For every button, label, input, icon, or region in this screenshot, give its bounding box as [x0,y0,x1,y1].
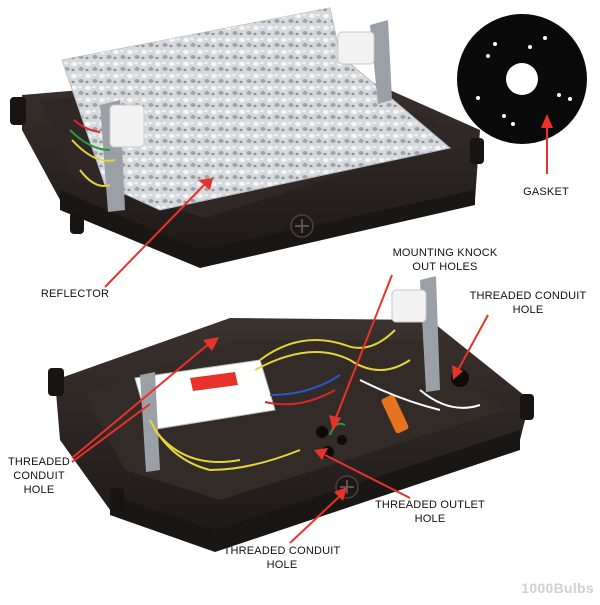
label-threaded-conduit-left-line2: CONDUIT [13,470,65,482]
label-threaded-conduit-right-line1: THREADED CONDUIT [469,290,587,302]
lamp-socket-bottom-right [391,276,440,392]
arrow-threaded-conduit-right [452,314,489,380]
label-threaded-outlet: THREADED OUTLET HOLE [370,498,490,526]
label-reflector: REFLECTOR [20,287,130,301]
arrow-mounting-knockout [329,274,393,431]
arrow-threaded-outlet [314,448,411,499]
label-threaded-conduit-left-line1: THREADED [7,456,71,468]
arrow-gasket [541,114,553,174]
label-threaded-conduit-bottom: THREADED CONDUIT HOLE [214,544,350,572]
arrow-threaded-conduit-bottom [289,487,347,544]
arrow-threaded-conduit-left-1 [71,337,219,459]
wires-top [69,119,116,187]
label-mounting-knockout: MOUNTING KNOCK OUT HOLES [378,246,512,274]
label-threaded-outlet-line2: HOLE [414,513,446,525]
label-mounting-knockout-line2: OUT HOLES [412,261,478,273]
lamp-socket-top-left [100,100,145,212]
label-reflector-text: REFLECTOR [40,288,110,300]
wire-connector [381,394,409,434]
label-threaded-conduit-bottom-line2: HOLE [266,559,298,571]
gasket-disc [457,14,587,144]
watermark-logo: 1000Bulbs [521,580,594,596]
label-threaded-conduit-right-line2: HOLE [512,304,544,316]
lamp-socket-top-right [337,20,392,104]
label-threaded-conduit-left: THREADED CONDUIT HOLE [4,455,74,497]
callout-arrows [71,114,553,544]
label-mounting-knockout-line1: MOUNTING KNOCK [392,247,498,259]
label-threaded-outlet-line1: THREADED OUTLET [375,499,485,511]
label-gasket-text: GASKET [523,186,569,198]
label-threaded-conduit-bottom-line1: THREADED CONDUIT [223,545,341,557]
arrow-reflector [104,178,213,288]
label-gasket: GASKET [516,185,576,199]
label-threaded-conduit-right: THREADED CONDUIT HOLE [460,289,596,317]
label-threaded-conduit-left-line3: HOLE [23,484,55,496]
arrow-threaded-conduit-left-2 [71,403,151,463]
